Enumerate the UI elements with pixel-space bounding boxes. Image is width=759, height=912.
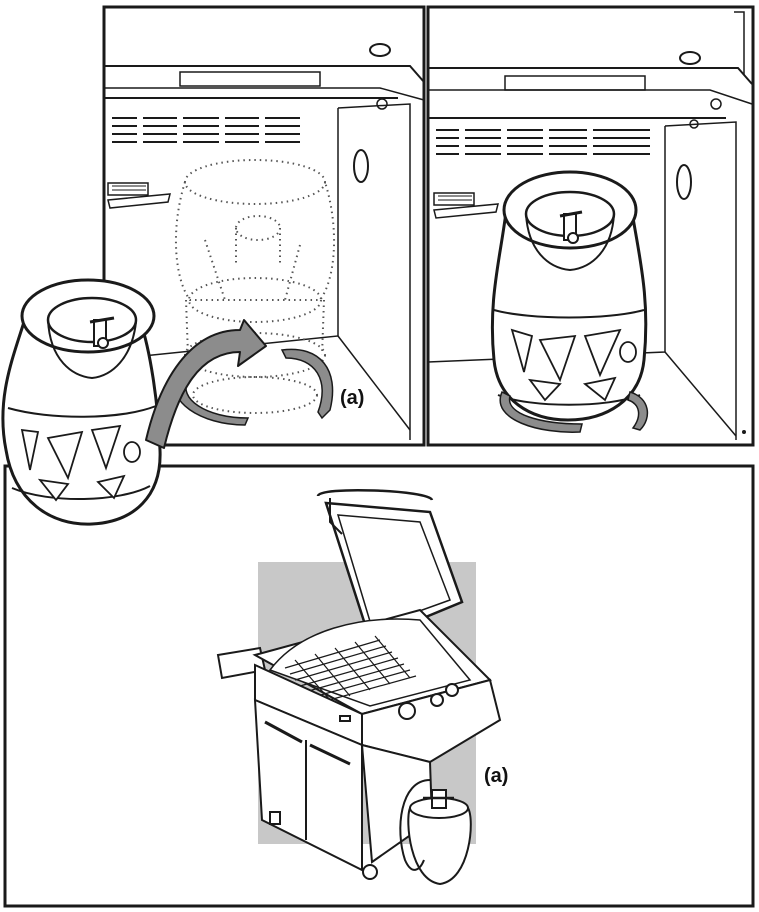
propane-tank-icon [490,170,648,422]
propane-tank-icon [1,278,162,526]
panel-step-2 [426,5,755,447]
panel-step-3: (a) [3,464,755,908]
strap-callout-label: (a) [340,387,364,409]
curved-arrow-icon [145,319,267,449]
gas-grill-icon [216,488,502,886]
hose-callout-label: (a) [484,765,508,787]
